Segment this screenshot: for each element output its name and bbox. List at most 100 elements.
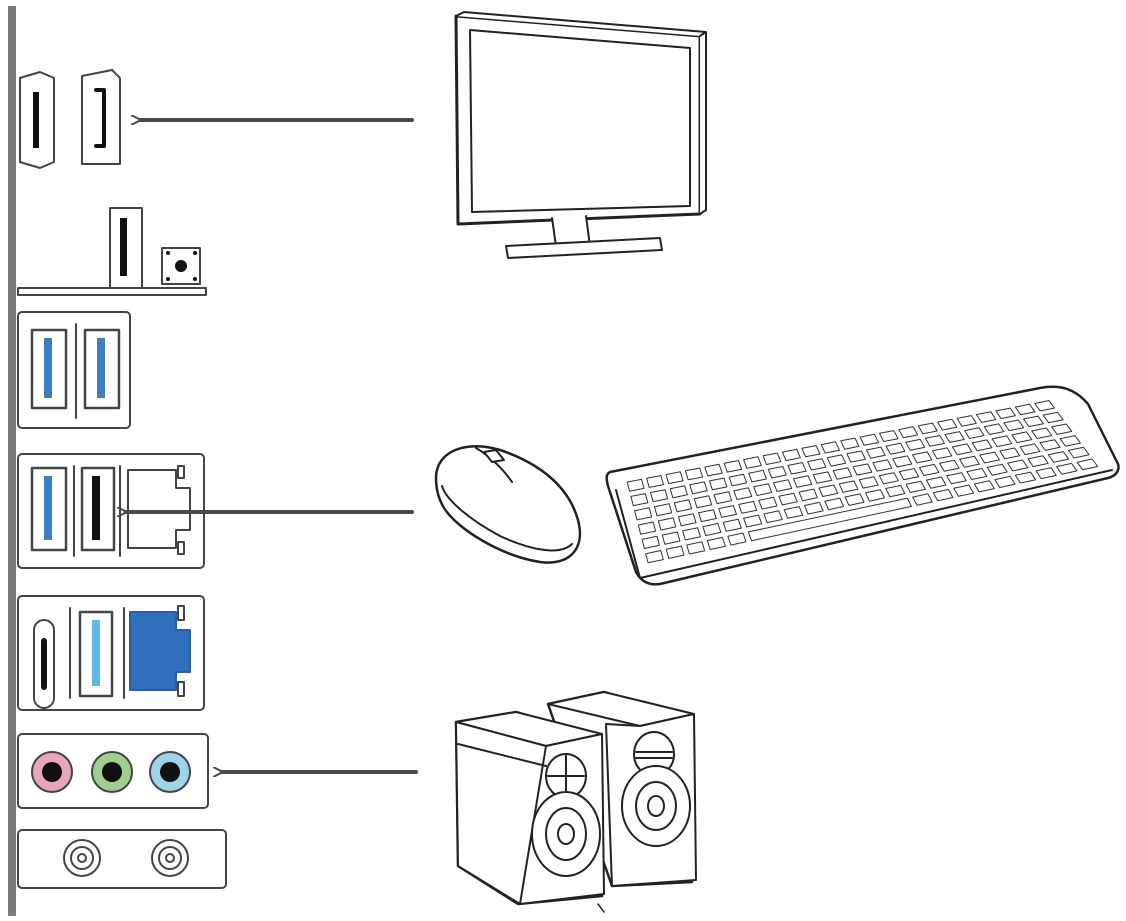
keyboard-keys [626,400,1099,564]
keyboard-key [626,478,645,492]
keyboard-key [859,433,880,446]
keyboard-key [912,451,933,464]
keyboard-key [824,497,845,511]
io-panel-edge [8,6,16,916]
keyboard-key [1051,423,1073,435]
keyboard-key [743,514,763,528]
keyboard-key [973,480,995,493]
keyboard-key [846,450,866,463]
keyboard-key [865,489,885,502]
keyboard-key [1034,400,1055,412]
keyboard-key [728,473,748,487]
keyboard-key [905,438,926,451]
keyboard-key [747,497,912,542]
keyboard-key [713,491,733,505]
audio-blue-jack-icon [149,751,191,793]
keyboard-key [844,493,865,506]
keyboard-key [852,463,873,476]
keyboard-key [793,475,813,488]
keyboard-key [1076,458,1099,471]
keyboard-key [678,513,697,527]
keyboard-key [748,469,767,483]
keyboard-key [1035,467,1057,480]
keyboard-key [1039,439,1061,451]
keyboard-key [925,476,947,489]
keyboard-key [1042,411,1064,424]
keyboard-key [939,459,960,472]
usb-c-lan-module-3 [17,595,205,711]
keyboard-key [919,463,940,476]
keyboard-key [979,451,1000,464]
keyboard-key [983,423,1005,435]
io-panel [8,6,227,916]
keyboard-key [738,500,758,514]
keyboard-key [630,493,649,507]
keyboard-key [654,503,673,517]
keyboard-key [1011,431,1033,444]
antenna-connector-icon [63,839,101,877]
keyboard-icon [605,385,1120,586]
keyboard-key [702,523,722,537]
keyboard-key [798,488,818,502]
audio-pink-jack-icon [31,751,73,793]
keyboard-key [773,479,793,492]
keyboard-key [912,493,933,506]
connection-arrows [126,120,418,772]
keyboard-key [966,468,988,480]
keyboard-key [782,448,801,462]
keyboard-key [758,496,778,510]
keyboard-key [704,463,723,477]
keyboard-key [866,446,886,459]
antenna-module [17,829,227,889]
keyboard-key [976,411,997,423]
keyboard-key [727,532,747,546]
keyboard-key [944,431,965,443]
keyboard-key [637,521,657,535]
keyboard-key [946,472,967,485]
flashback-button-icon [161,247,201,285]
keyboard-key [665,545,685,559]
mouse-icon [434,445,582,564]
keyboard-key [673,499,693,513]
panel-ledge [17,287,207,296]
keyboard-key [986,463,1008,476]
keyboard-key [820,441,840,454]
keyboard-key [878,472,899,485]
keyboard-key [971,439,993,452]
ethernet-port-icon [127,469,191,549]
keyboard-key [1023,415,1044,428]
antenna-connector-icon-2 [151,839,189,877]
keyboard-key [917,422,938,435]
keyboard-key [999,447,1021,460]
keyboard-key [762,452,782,465]
keyboard-key [708,477,728,491]
keyboard-key [641,535,660,549]
keyboard-key [892,455,913,468]
keyboard-key [634,507,653,521]
keyboard-key [840,437,860,450]
keyboard-key [684,467,704,481]
audio-green-jack-icon [91,751,133,793]
keyboard-key [956,415,977,427]
speaker-left-icon [454,710,605,906]
keyboard-key [872,459,893,472]
keyboard-key [778,492,798,506]
keyboard-key [1014,471,1037,484]
keyboard-key [801,445,821,458]
keyboard-key [995,407,1016,419]
keyboard-key [686,541,706,555]
keyboard-key [698,509,717,523]
audio-module [17,733,209,809]
keyboard-key [826,454,847,467]
keyboard-key [718,505,737,518]
keyboard-key [783,506,804,519]
keyboard-key [722,518,742,532]
keyboard-key [991,435,1013,448]
usb-lan-module-2 [17,453,205,569]
keyboard-key [885,484,906,498]
keyboard-key [1003,419,1025,432]
displayport-icon [81,69,121,165]
usb-flashback-port-icon [109,207,143,289]
keyboard-key [1059,435,1081,447]
